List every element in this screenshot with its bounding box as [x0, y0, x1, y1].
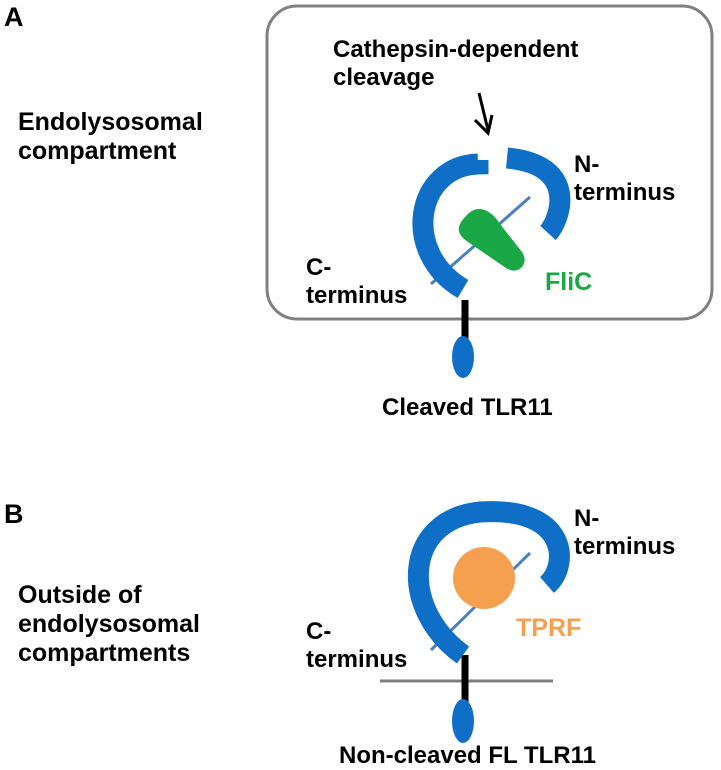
panel-b-n-terminus-label: N- terminus [574, 505, 676, 560]
cleaved-tlr11-receptor [412, 147, 571, 378]
panel-a-letter: A [4, 2, 24, 32]
flic-ligand [458, 209, 525, 271]
panel-a-n-terminus-label: N- terminus [574, 151, 676, 206]
full-length-tlr11-caption: Non-cleaved FL TLR11 [339, 742, 596, 769]
panel-b-compartment-label: Outside of endolysosomal compartments [18, 581, 200, 667]
tir-domain [452, 336, 474, 378]
panel-b-letter: B [4, 499, 24, 529]
ectodomain-n-half [505, 147, 571, 241]
cleaved-tlr11-caption: Cleaved TLR11 [382, 394, 553, 421]
endolysosome-outline [265, 4, 714, 321]
tprf-label: TPRF [516, 614, 582, 642]
panel-a-cleavage-label: Cathepsin-dependent cleavage [333, 36, 579, 91]
panel-a-compartment-label: Endolysosomal compartment [18, 108, 203, 165]
ectodomain-full [408, 501, 570, 664]
panel-a-c-terminus-label: C- terminus [306, 254, 408, 309]
tprf-ligand [453, 547, 515, 609]
flic-label: FliC [545, 268, 593, 296]
tir-domain [452, 699, 474, 743]
full-length-tlr11-receptor [408, 501, 570, 743]
panel-b-c-terminus-label: C- terminus [306, 618, 408, 673]
ectodomain-c-half [412, 153, 489, 299]
cleavage-arrow [473, 92, 494, 136]
